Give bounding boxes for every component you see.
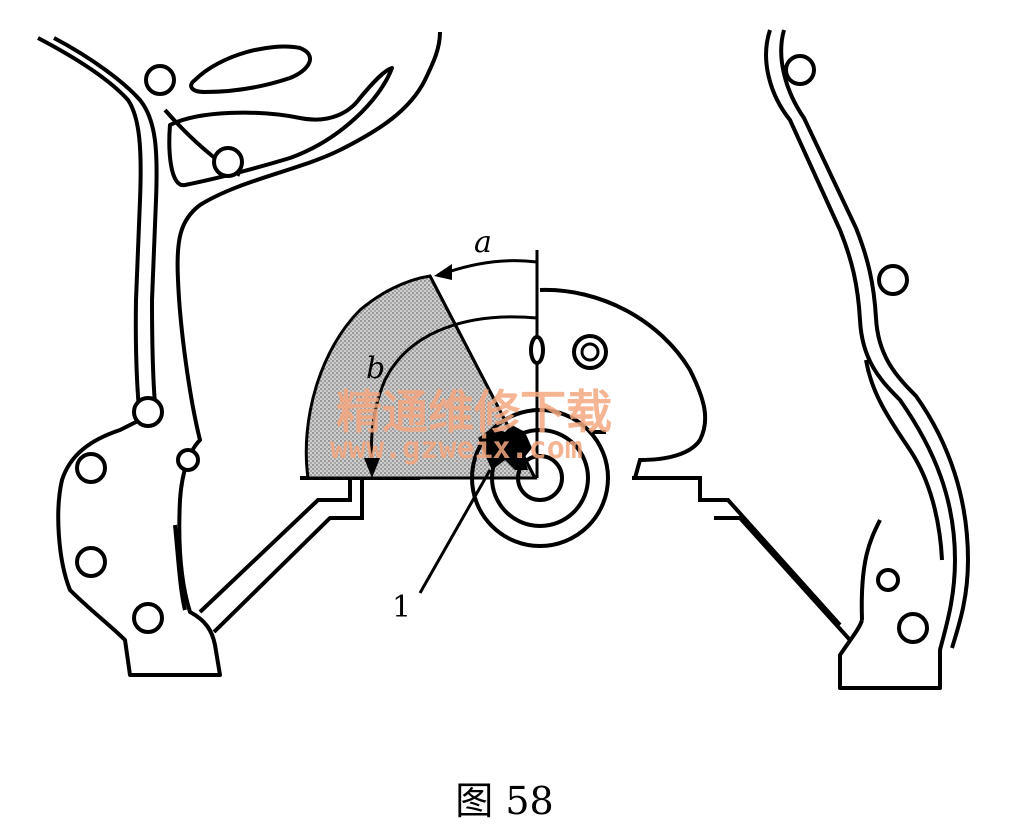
watermark-url: www.gzweix.com bbox=[330, 431, 583, 466]
shaded-angle-sector bbox=[304, 274, 538, 480]
figure-caption: 图 58 bbox=[455, 779, 554, 823]
right-strut bbox=[632, 476, 852, 642]
leader-line-1 bbox=[418, 469, 492, 594]
watermark-cn: 精通维修下载 bbox=[336, 385, 612, 439]
crankshaft-pulley bbox=[470, 408, 610, 548]
timing-marks bbox=[529, 334, 608, 370]
label-angle-a: a bbox=[474, 225, 492, 260]
left-strut bbox=[198, 476, 420, 634]
angle-arcs bbox=[364, 259, 538, 478]
angle-b-arrowhead bbox=[364, 458, 380, 478]
label-angle-b: b bbox=[366, 351, 385, 386]
sprocket-mark bbox=[478, 425, 532, 470]
angle-b-arc bbox=[369, 315, 538, 471]
label-part-1: 1 bbox=[392, 590, 411, 625]
left-mount-holes bbox=[75, 64, 244, 634]
angle-a-arrowhead bbox=[434, 264, 452, 280]
angle-a-arc bbox=[447, 259, 538, 274]
left-cover-outline bbox=[37, 31, 442, 677]
right-cover-outline bbox=[764, 29, 970, 690]
right-mount-holes bbox=[784, 54, 929, 644]
